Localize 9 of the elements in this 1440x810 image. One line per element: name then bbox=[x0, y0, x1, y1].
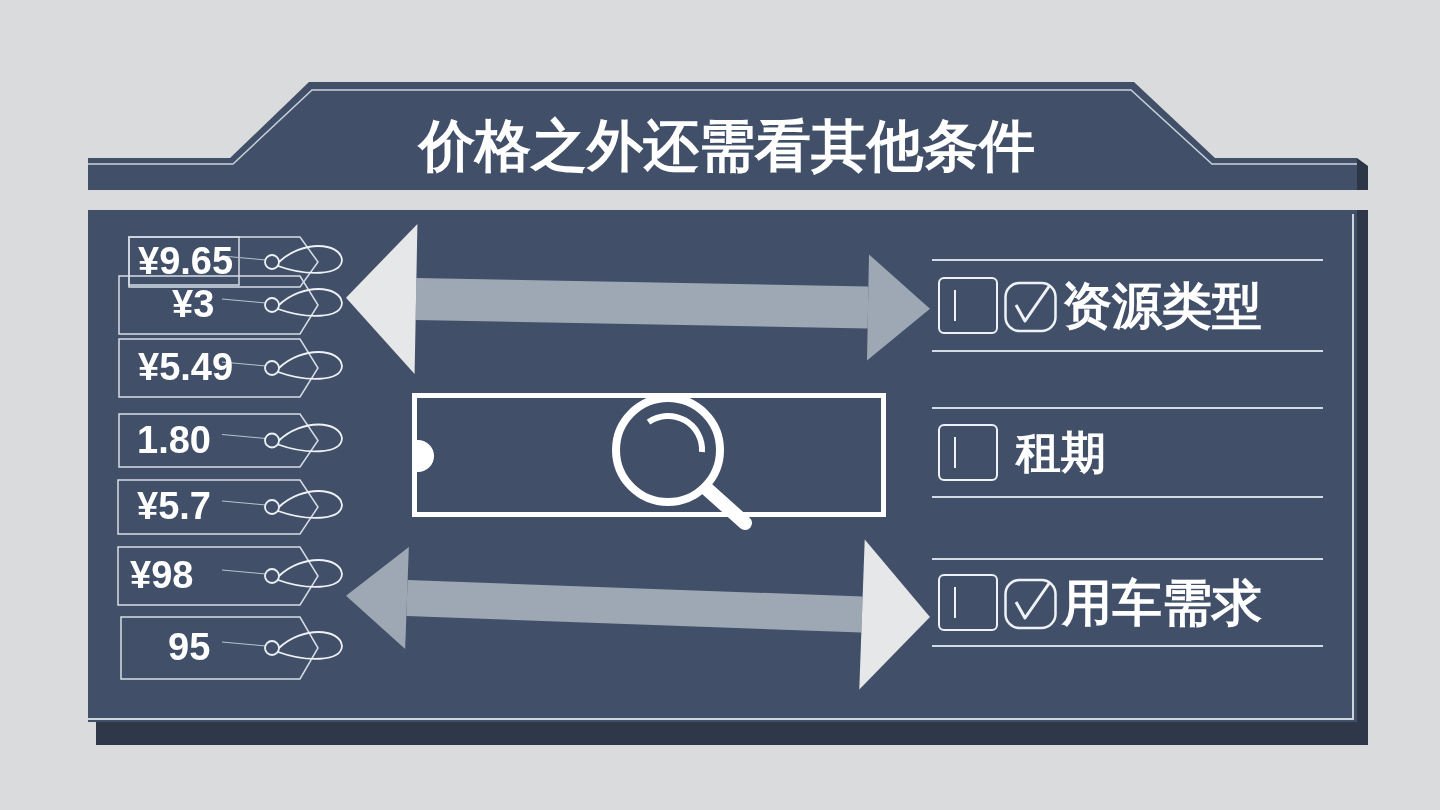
checklist-row bbox=[932, 558, 1323, 647]
checklist-row bbox=[932, 407, 1323, 498]
checklist-row bbox=[932, 259, 1323, 352]
checklist-label: 资源类型 bbox=[1062, 275, 1262, 336]
double-arrow bbox=[346, 224, 930, 374]
title: 价格之外还需看其他条件 bbox=[419, 112, 1035, 180]
double-arrow bbox=[346, 539, 930, 690]
checklist-label: 用车需求 bbox=[1062, 572, 1262, 633]
checklist-label: 租期 bbox=[1016, 425, 1106, 480]
